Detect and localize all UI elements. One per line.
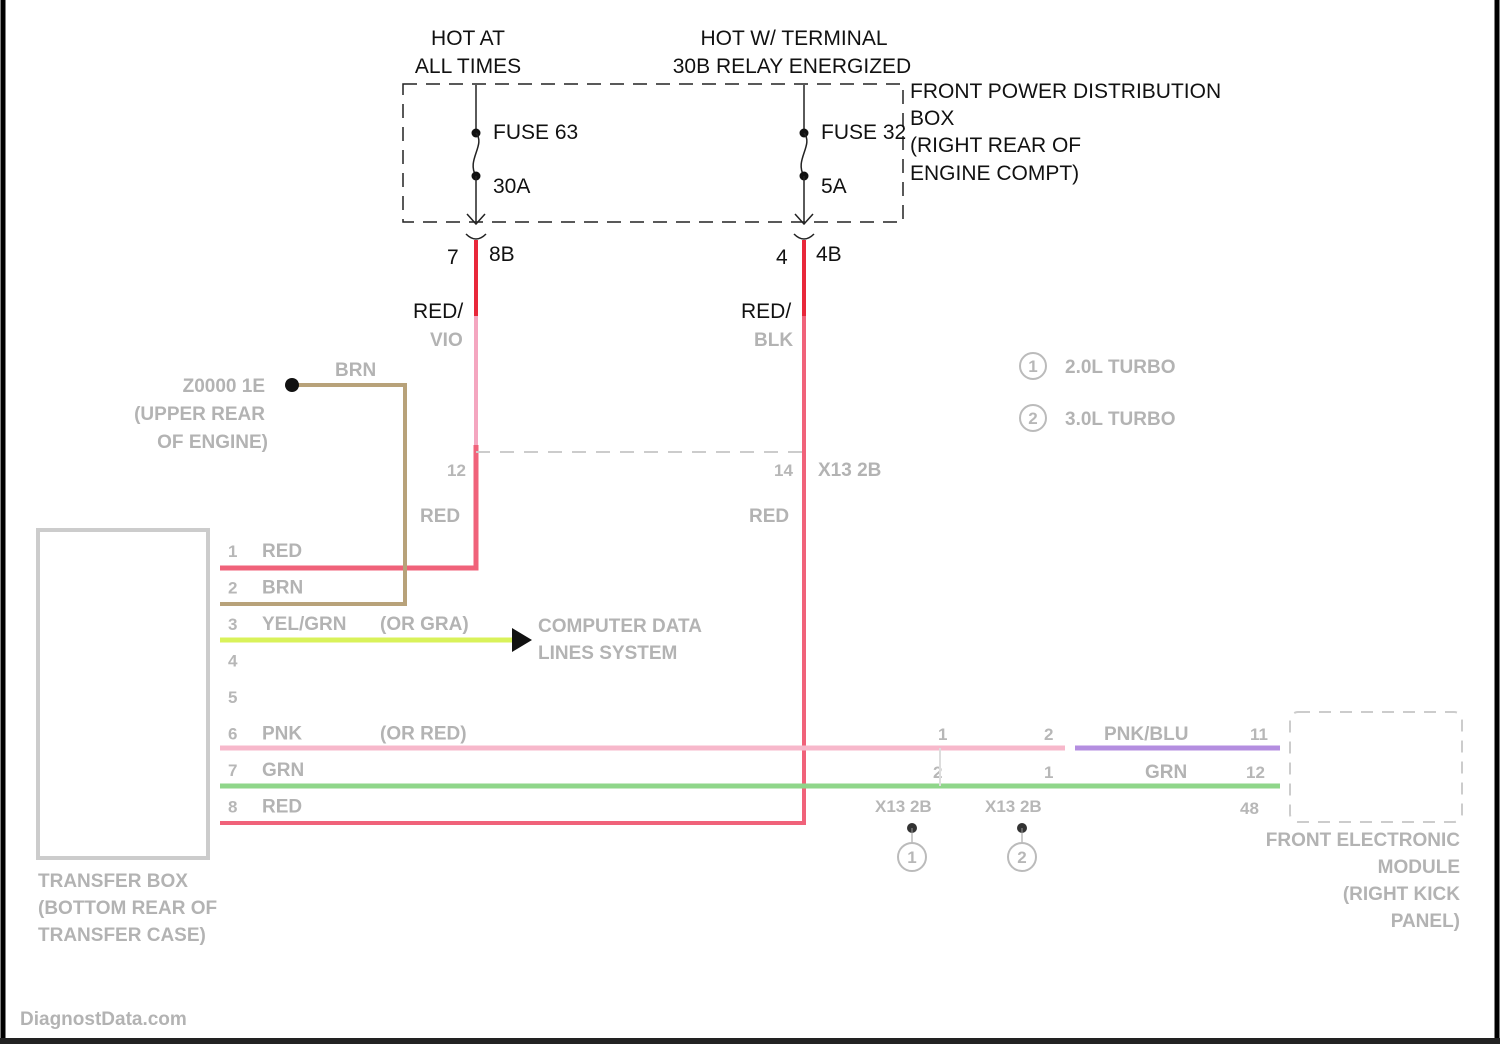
pin-wire-color: RED xyxy=(262,541,302,562)
pin-number: 5 xyxy=(228,688,237,707)
data-lines-label-2: LINES SYSTEM xyxy=(538,643,677,664)
fuse-32-rating: 5A xyxy=(821,175,847,198)
fuse-32-connector: 4B xyxy=(816,243,842,266)
fuse-63-name: FUSE 63 xyxy=(493,121,578,144)
pin-wire-color: BRN xyxy=(262,578,303,599)
ground-wire-label: BRN xyxy=(335,360,376,381)
ground-label-2: (UPPER REAR xyxy=(134,404,265,425)
pin-number: 2 xyxy=(228,579,237,598)
inline-pin-left: 12 xyxy=(447,461,466,480)
pin-number: 6 xyxy=(228,725,237,744)
pin-number: 3 xyxy=(228,615,237,634)
module-label-2: MODULE xyxy=(1378,857,1460,878)
fuse-32-name: FUSE 32 xyxy=(821,121,906,144)
front-electronic-module xyxy=(1290,712,1462,822)
box-label-3: (RIGHT REAR OF xyxy=(910,134,1081,157)
module-label-4: PANEL) xyxy=(1391,911,1460,932)
pin-wire-color: GRN xyxy=(262,760,304,781)
module-pin-48: 48 xyxy=(1240,799,1259,818)
inline-wire-right: RED xyxy=(749,506,789,527)
inline-connector-name: X13 2B xyxy=(818,460,881,481)
pin-wire-alt: (OR RED) xyxy=(380,724,467,745)
legend-2-num: 2 xyxy=(1028,409,1037,428)
fuse-32-pin: 4 xyxy=(776,246,788,269)
fuse-63-pin: 7 xyxy=(447,246,459,269)
module-pin-11: 11 xyxy=(1250,725,1268,744)
wire-red-vio-label-1: RED/ xyxy=(413,300,463,323)
module-in-pin-2: 1 xyxy=(1044,763,1053,782)
module-wire-grn: GRN xyxy=(1145,762,1187,783)
transfer-box xyxy=(38,530,208,858)
transfer-box-label-2: (BOTTOM REAR OF xyxy=(38,898,217,919)
splice-conn-a: X13 2B xyxy=(875,797,932,816)
pin-wire-color: YEL/GRN xyxy=(262,614,346,635)
transfer-box-label-1: TRANSFER BOX xyxy=(38,871,188,892)
data-lines-label-1: COMPUTER DATA xyxy=(538,616,702,637)
wire-red-blk-label-1: RED/ xyxy=(741,300,791,323)
pin-number: 8 xyxy=(228,798,237,817)
pin-wire-color: RED xyxy=(262,797,302,818)
left-source-line2: ALL TIMES xyxy=(415,55,521,78)
module-label-3: (RIGHT KICK xyxy=(1343,884,1460,905)
pin-wire-color: PNK xyxy=(262,724,302,745)
legend-2-label: 3.0L TURBO xyxy=(1065,409,1176,430)
ground-point-icon xyxy=(285,378,299,392)
left-source-line1: HOT AT xyxy=(431,27,505,50)
box-label-2: BOX xyxy=(910,107,954,130)
wire-red-vio-label-2: VIO xyxy=(430,330,463,351)
note-b: 2 xyxy=(1017,848,1026,867)
pin-number: 7 xyxy=(228,761,237,780)
transfer-box-label-3: TRANSFER CASE) xyxy=(38,925,206,946)
pin-number: 4 xyxy=(228,652,238,671)
wire-red-blk-label-2: BLK xyxy=(754,330,793,351)
module-in-pin-1: 2 xyxy=(1044,725,1053,744)
right-source-line2: 30B RELAY ENERGIZED xyxy=(673,55,911,78)
inline-wire-left: RED xyxy=(420,506,460,527)
module-label-1: FRONT ELECTRONIC xyxy=(1266,830,1460,851)
fuse-63-connector: 8B xyxy=(489,243,515,266)
ground-label-1: Z0000 1E xyxy=(183,376,265,397)
fuse-63-rating: 30A xyxy=(493,175,530,198)
splice-pin-b: 2 xyxy=(933,763,942,782)
fuse-icon xyxy=(473,133,479,176)
fuse-63 xyxy=(466,85,486,239)
box-label-1: FRONT POWER DISTRIBUTION xyxy=(910,80,1221,103)
splice-pin-a: 1 xyxy=(938,725,947,744)
pin-wire-alt: (OR GRA) xyxy=(380,614,469,635)
splice-conn-b: X13 2B xyxy=(985,797,1042,816)
inline-pin-right: 14 xyxy=(774,461,793,480)
watermark: DiagnostData.com xyxy=(20,1009,187,1030)
note-a: 1 xyxy=(907,848,916,867)
module-wire-pnk-blu: PNK/BLU xyxy=(1104,724,1188,745)
legend-1-num: 1 xyxy=(1028,357,1037,376)
fuse-icon xyxy=(801,133,807,176)
box-label-4: ENGINE COMPT) xyxy=(910,162,1079,185)
module-pin-12: 12 xyxy=(1246,763,1265,782)
legend-1-label: 2.0L TURBO xyxy=(1065,357,1176,378)
pin-number: 1 xyxy=(228,542,237,561)
ground-label-3: OF ENGINE) xyxy=(157,432,268,453)
right-source-line1: HOT W/ TERMINAL xyxy=(700,27,887,50)
fuse-32 xyxy=(794,85,814,239)
data-lines-arrow-icon xyxy=(512,628,532,652)
power-distribution-box xyxy=(403,84,903,222)
